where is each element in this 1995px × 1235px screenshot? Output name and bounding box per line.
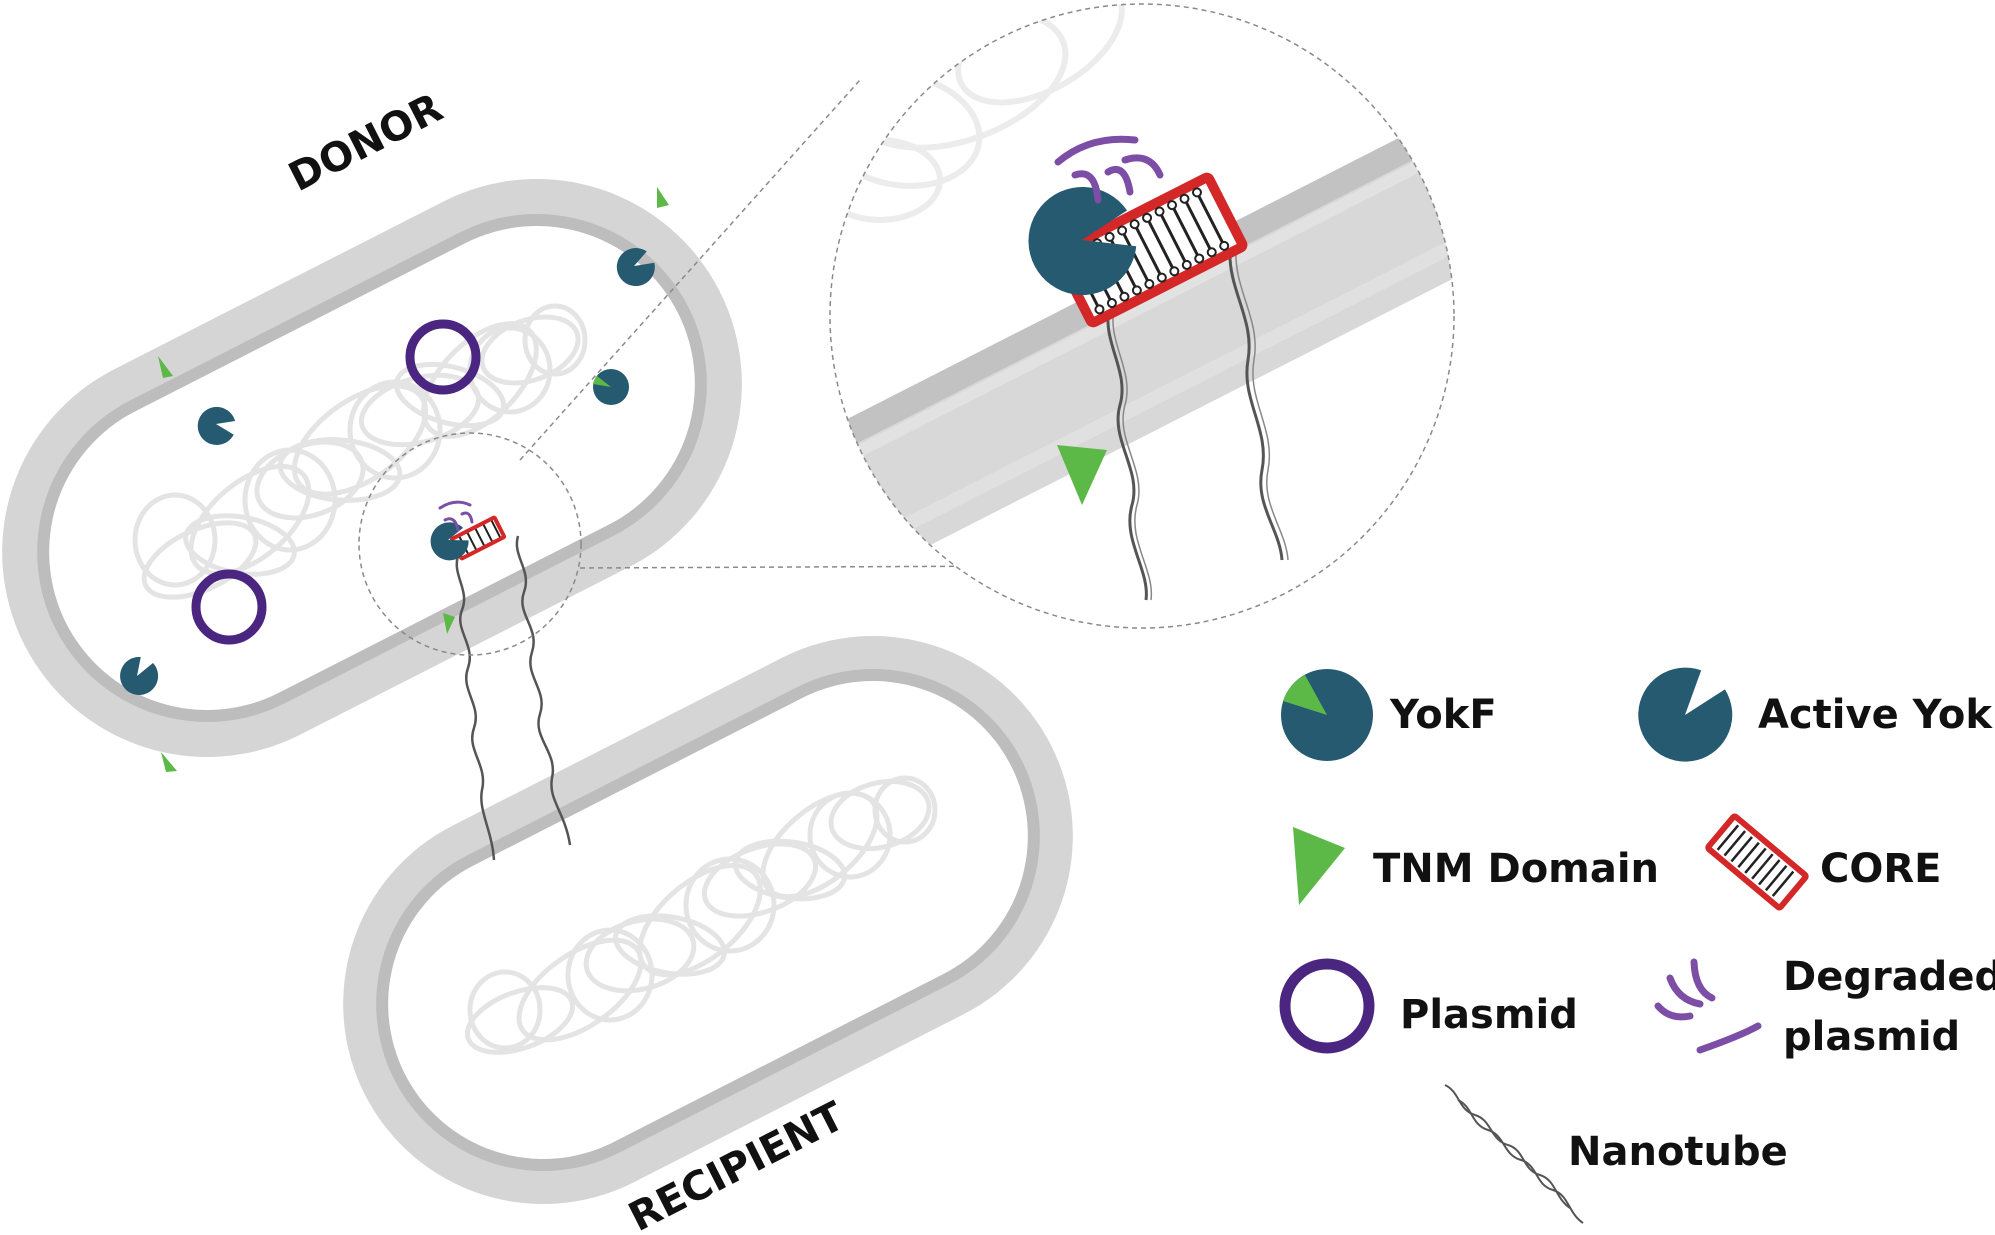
recipient-chromosome <box>464 775 938 1055</box>
legend-degraded-label-line1: Degraded <box>1783 954 1995 1000</box>
plasmid-icon <box>191 569 267 645</box>
core-icon <box>1705 813 1809 911</box>
legend-tnm-label: TNM Domain <box>1373 846 1659 892</box>
zoomed-view <box>829 3 1455 629</box>
tnm-domain-icon <box>1293 827 1345 905</box>
legend-nanotube: Nanotube <box>1444 1084 1788 1224</box>
tnm-domain-icon <box>158 356 173 378</box>
plasmid-icon <box>1279 958 1375 1054</box>
donor-label: DONOR <box>282 85 450 201</box>
legend-tnm-domain: TNM Domain <box>1293 827 1659 905</box>
small-zoom-region <box>358 432 582 656</box>
donor-chromosome <box>132 303 588 600</box>
degraded-plasmid-zoomed <box>1054 135 1164 204</box>
legend-yokf-label: YokF <box>1389 692 1497 738</box>
legend-degraded-label-line2: plasmid <box>1783 1014 1960 1060</box>
legend-core: CORE <box>1705 813 1941 911</box>
active-yokf-icon <box>120 657 159 695</box>
active-yokf-icon <box>197 406 236 445</box>
active-yokf-zoomed <box>1028 187 1137 295</box>
legend-degraded-plasmid: Degraded plasmid <box>1654 954 1995 1060</box>
degraded-plasmid-icon <box>1654 958 1762 1054</box>
legend-plasmid: Plasmid <box>1279 958 1578 1054</box>
legend-core-label: CORE <box>1820 846 1941 892</box>
tnm-domain-icon <box>657 187 669 208</box>
plasmid-icon <box>405 319 481 395</box>
legend-nanotube-label: Nanotube <box>1568 1129 1788 1175</box>
legend-active-yokf-label: Active YokF <box>1758 692 1995 738</box>
tnm-domain-icon <box>443 613 455 634</box>
legend-active-yokf: Active YokF <box>1638 667 1995 762</box>
yokf-icon <box>593 369 629 405</box>
active-yokf-icon <box>616 248 655 287</box>
zoom-connector-lines <box>519 79 1021 569</box>
legend-yokf: YokF <box>1281 669 1497 761</box>
nanotube-connection <box>455 535 572 861</box>
legend: YokF Active YokF TNM Domain <box>1279 667 1995 1224</box>
legend-plasmid-label: Plasmid <box>1400 992 1578 1038</box>
active-yokf-icon <box>1638 667 1733 762</box>
nanotube-icon <box>1444 1084 1584 1224</box>
yokf-icon <box>1281 669 1373 761</box>
tnm-domain-icon <box>161 752 177 772</box>
